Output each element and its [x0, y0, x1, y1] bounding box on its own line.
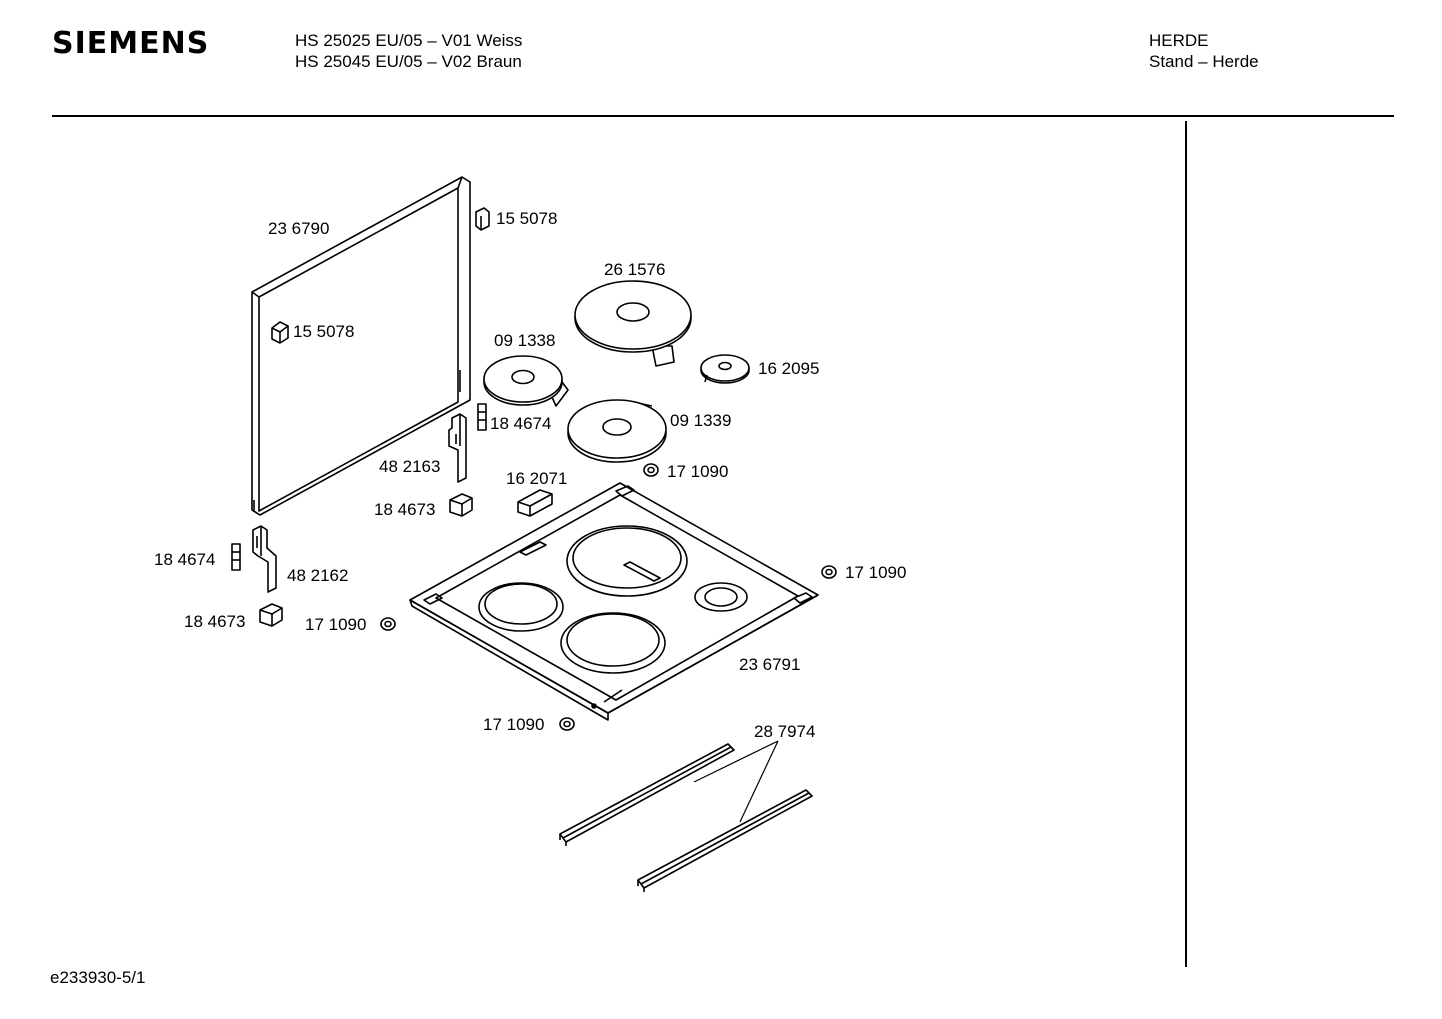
nut-part-4: [559, 717, 575, 731]
model-line-1: HS 25025 EU/05 – V01 Weiss: [295, 31, 523, 50]
nut-part-3: [380, 617, 396, 631]
label-28-7974: 28 7974: [754, 722, 815, 741]
clip-part-upper: [475, 207, 490, 231]
label-17-1090-b: 17 1090: [845, 563, 906, 582]
category-line-1: HERDE: [1149, 31, 1209, 50]
label-48-2163: 48 2163: [379, 457, 440, 476]
category-line-2: Stand – Herde: [1149, 52, 1259, 71]
hotplate-medium-part: [567, 399, 667, 463]
label-17-1090-a: 17 1090: [667, 462, 728, 481]
category-block: HERDE Stand – Herde: [1149, 30, 1259, 72]
label-18-4674-b: 18 4674: [154, 550, 215, 569]
connector-part-upper: [477, 403, 487, 431]
label-18-4673-a: 18 4673: [374, 500, 435, 519]
bracket-part-upper: [448, 413, 467, 483]
foot-part-lower: [259, 603, 283, 627]
leader-lines: [693, 740, 779, 823]
bracket-part-lower: [252, 525, 277, 593]
hotplate-small-part: [483, 355, 569, 407]
label-16-2071: 16 2071: [506, 469, 567, 488]
header-divider: [52, 115, 1394, 117]
label-18-4674-a: 18 4674: [490, 414, 551, 433]
foot-part-upper: [449, 493, 473, 517]
hob-top-part: [409, 482, 819, 721]
label-09-1339: 09 1339: [670, 411, 731, 430]
label-17-1090-c: 17 1090: [305, 615, 366, 634]
clip-part-lower: [271, 321, 289, 344]
label-18-4673-b: 18 4673: [184, 612, 245, 631]
model-line-2: HS 25045 EU/05 – V02 Braun: [295, 52, 522, 71]
rail-part-upper: [559, 743, 735, 846]
connector-part-lower: [231, 543, 241, 571]
part-labels: 23 6790 15 5078 15 5078 26 1576 09 1338 …: [154, 209, 906, 741]
rear-panel-part: [251, 176, 471, 516]
cover-part: [517, 489, 553, 517]
label-09-1338: 09 1338: [494, 331, 555, 350]
nut-part-2: [821, 565, 837, 579]
label-15-5078-a: 15 5078: [496, 209, 557, 228]
rail-part-lower: [637, 789, 813, 892]
label-26-1576: 26 1576: [604, 260, 665, 279]
label-16-2095: 16 2095: [758, 359, 819, 378]
label-17-1090-d: 17 1090: [483, 715, 544, 734]
label-23-6791: 23 6791: [739, 655, 800, 674]
model-list: HS 25025 EU/05 – V01 Weiss HS 25045 EU/0…: [295, 30, 522, 72]
nut-part-1: [643, 463, 659, 477]
hotplate-mini-part: [700, 354, 750, 384]
label-15-5078-b: 15 5078: [293, 322, 354, 341]
side-divider: [1185, 121, 1187, 967]
hotplate-large-part: [574, 280, 692, 367]
label-48-2162: 48 2162: [287, 566, 348, 585]
label-23-6790: 23 6790: [268, 219, 329, 238]
brand-logo: SIEMENS: [52, 26, 210, 61]
drawing-code: e233930-5/1: [50, 968, 146, 987]
